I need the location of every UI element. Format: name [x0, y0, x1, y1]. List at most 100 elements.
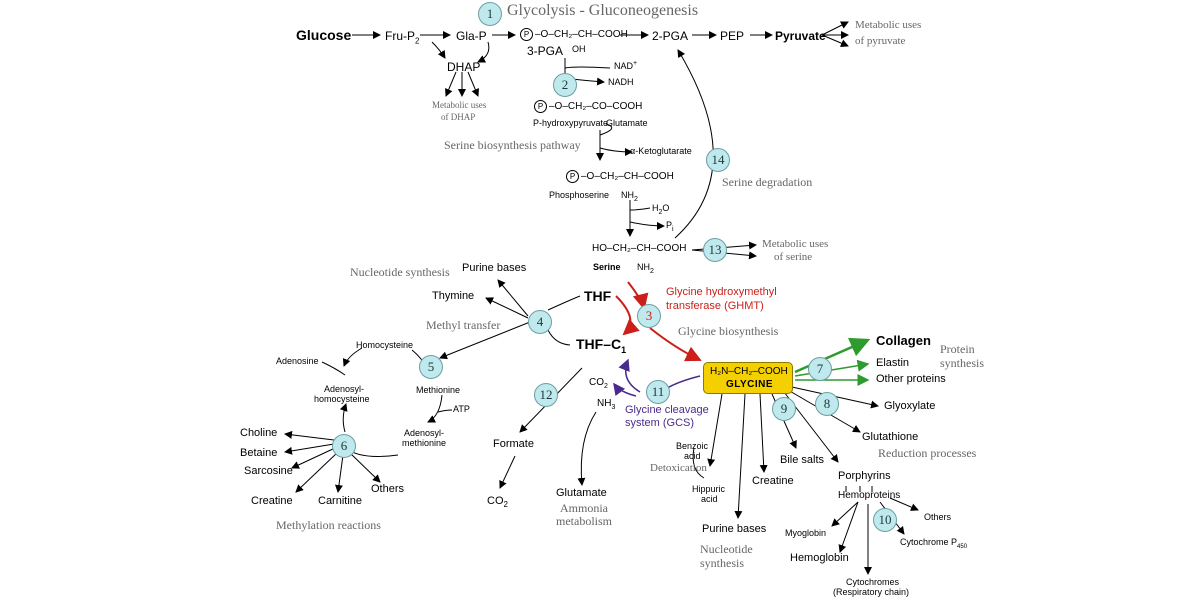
- gcs-label-2: system (GCS): [625, 417, 695, 429]
- adenosyl-methionine-label: Adenosyl-: [404, 428, 445, 438]
- homocysteine-label: Homocysteine: [356, 340, 414, 350]
- step-2-badge: 2: [553, 73, 577, 97]
- protein-synthesis-label-2: synthesis: [940, 356, 985, 370]
- pep-label: PEP: [720, 29, 745, 43]
- other-proteins-label: Other proteins: [876, 373, 946, 385]
- serine-biosynthesis-label: Serine biosynthesis pathway: [444, 138, 581, 152]
- co2-gcs-label: CO2: [589, 377, 608, 390]
- creatine-product-label: Creatine: [752, 475, 794, 487]
- hemoproteins-label: Hemoproteins: [838, 490, 901, 501]
- glutathione-label: Glutathione: [862, 431, 919, 443]
- step-11-badge: 11: [646, 380, 670, 404]
- formate-label: Formate: [493, 438, 534, 450]
- cytochromes-label: Cytochromes: [846, 577, 900, 587]
- dhap-label: DHAP: [447, 60, 481, 74]
- others-methyl-label: Others: [371, 483, 405, 495]
- reduction-processes-label: Reduction processes: [878, 446, 977, 460]
- co2-formate-label: CO2: [487, 495, 508, 510]
- phosphoserine-formula: P–O–CH₂–CH–COOH: [566, 170, 674, 183]
- ghmt-label-2: transferase (GHMT): [666, 300, 764, 312]
- nucleotide-synthesis-product-label-2: synthesis: [700, 556, 745, 570]
- nucleotide-synthesis-label: Nucleotide synthesis: [350, 265, 450, 279]
- step-12-badge: 12: [534, 383, 558, 407]
- thf-c1-label: THF–C1: [576, 336, 627, 355]
- gla-p-label: Gla-P: [456, 29, 487, 43]
- pathway-title: Glycolysis - Gluconeogenesis: [507, 2, 699, 19]
- step-4-badge: 4: [528, 310, 552, 334]
- glycine-biosynthesis-label: Glycine biosynthesis: [678, 324, 779, 338]
- adenosine-label: Adenosine: [276, 356, 319, 366]
- hemoglobin-label: Hemoglobin: [790, 552, 849, 564]
- step-13-badge: 13: [703, 238, 727, 262]
- serine-uses-label: Metabolic uses: [762, 238, 829, 250]
- 3pga-oh: OH: [572, 44, 586, 54]
- serine-formula: HO–CH₂–CH–COOH: [592, 243, 687, 254]
- nh3-label: NH3: [597, 398, 616, 411]
- nucleotide-synthesis-product-label: Nucleotide: [700, 542, 753, 556]
- collagen-label: Collagen: [876, 333, 931, 348]
- serine-degradation-label: Serine degradation: [722, 175, 813, 189]
- methionine-label: Methionine: [416, 385, 461, 395]
- nad-label: NAD+: [614, 60, 638, 71]
- thf-label: THF: [584, 288, 612, 304]
- phydroxypyruvate-label: P-hydroxypyruvate: [533, 118, 609, 128]
- serine-label: Serine: [593, 262, 621, 272]
- step-10-badge: 10: [873, 508, 897, 532]
- detoxication-label: Detoxication: [650, 462, 707, 474]
- ketoglutarate-label: α-Ketoglutarate: [630, 146, 692, 156]
- glycine-box: H₂N–CH₂–COOH GLYCINE: [703, 362, 793, 394]
- 3pga-formula: P–O–CH₂–CH–COOH: [520, 28, 628, 41]
- 3pga-label: 3-PGA: [527, 44, 564, 58]
- glycine-formula: H₂N–CH₂–COOH: [710, 366, 788, 377]
- adenosyl-homocysteine-label: Adenosyl-: [324, 384, 365, 394]
- step-8-badge: 8: [815, 392, 839, 416]
- 2pga-label: 2-PGA: [652, 29, 689, 43]
- atp-label: ATP: [453, 404, 470, 414]
- myoglobin-label: Myoglobin: [785, 528, 827, 538]
- pyruvate-label: Pyruvate: [775, 29, 826, 43]
- serine-uses-label-2: of serine: [774, 251, 813, 263]
- step-7-badge: 7: [808, 357, 832, 381]
- dhap-uses-label: Metabolic uses: [432, 100, 487, 110]
- choline-label: Choline: [240, 427, 278, 439]
- phosphoserine-nh2: NH2: [621, 190, 638, 203]
- hippuric-acid-label: Hippuric: [692, 484, 726, 494]
- adenosyl-homocysteine-label-2: homocysteine: [314, 394, 370, 404]
- purine-bases-product-label: Purine bases: [702, 523, 767, 535]
- h2o-label: H2O: [652, 203, 670, 216]
- glyoxylate-label: Glyoxylate: [884, 400, 936, 412]
- step-9-badge: 9: [772, 397, 796, 421]
- ghmt-label: Glycine hydroxymethyl: [666, 286, 777, 298]
- hippuric-acid-label-2: acid: [701, 494, 718, 504]
- pyruvate-uses-label: Metabolic uses: [855, 19, 922, 31]
- betaine-label: Betaine: [240, 447, 278, 459]
- ammonia-label: Ammonia: [560, 501, 608, 515]
- step-14-badge: 14: [706, 148, 730, 172]
- methylation-reactions-label: Methylation reactions: [276, 518, 381, 532]
- purine-bases-label: Purine bases: [462, 262, 527, 274]
- respiratory-chain-label: (Respiratory chain): [833, 587, 910, 597]
- pi-label: Pi: [666, 220, 674, 233]
- ammonia-label-2: metabolism: [556, 514, 612, 528]
- creatine-methyl-label: Creatine: [251, 495, 293, 507]
- glucose-label: Glucose: [296, 27, 352, 43]
- step-5-badge: 5: [419, 355, 443, 379]
- adenosyl-methionine-label-2: methionine: [402, 438, 447, 448]
- cytochrome-p450-label: Cytochrome P450: [900, 537, 968, 550]
- phydroxypyruvate-formula: P–O–CH₂–CO–COOH: [534, 100, 642, 113]
- elastin-label: Elastin: [876, 357, 910, 369]
- pyruvate-uses-label-2: of pyruvate: [855, 35, 906, 47]
- bile-salts-label: Bile salts: [780, 454, 825, 466]
- thymine-label: Thymine: [432, 290, 475, 302]
- sarcosine-label: Sarcosine: [244, 465, 293, 477]
- protein-synthesis-label: Protein: [940, 342, 975, 356]
- nadh-label: NADH: [608, 77, 634, 87]
- methyl-transfer-label: Methyl transfer: [426, 318, 501, 332]
- step-3-badge: 3: [637, 304, 661, 328]
- benzoic-acid-label-2: acid: [684, 451, 701, 461]
- fru-p2-label: Fru-P2: [385, 29, 420, 46]
- step-6-badge: 6: [332, 434, 356, 458]
- gcs-label: Glycine cleavage: [625, 404, 709, 416]
